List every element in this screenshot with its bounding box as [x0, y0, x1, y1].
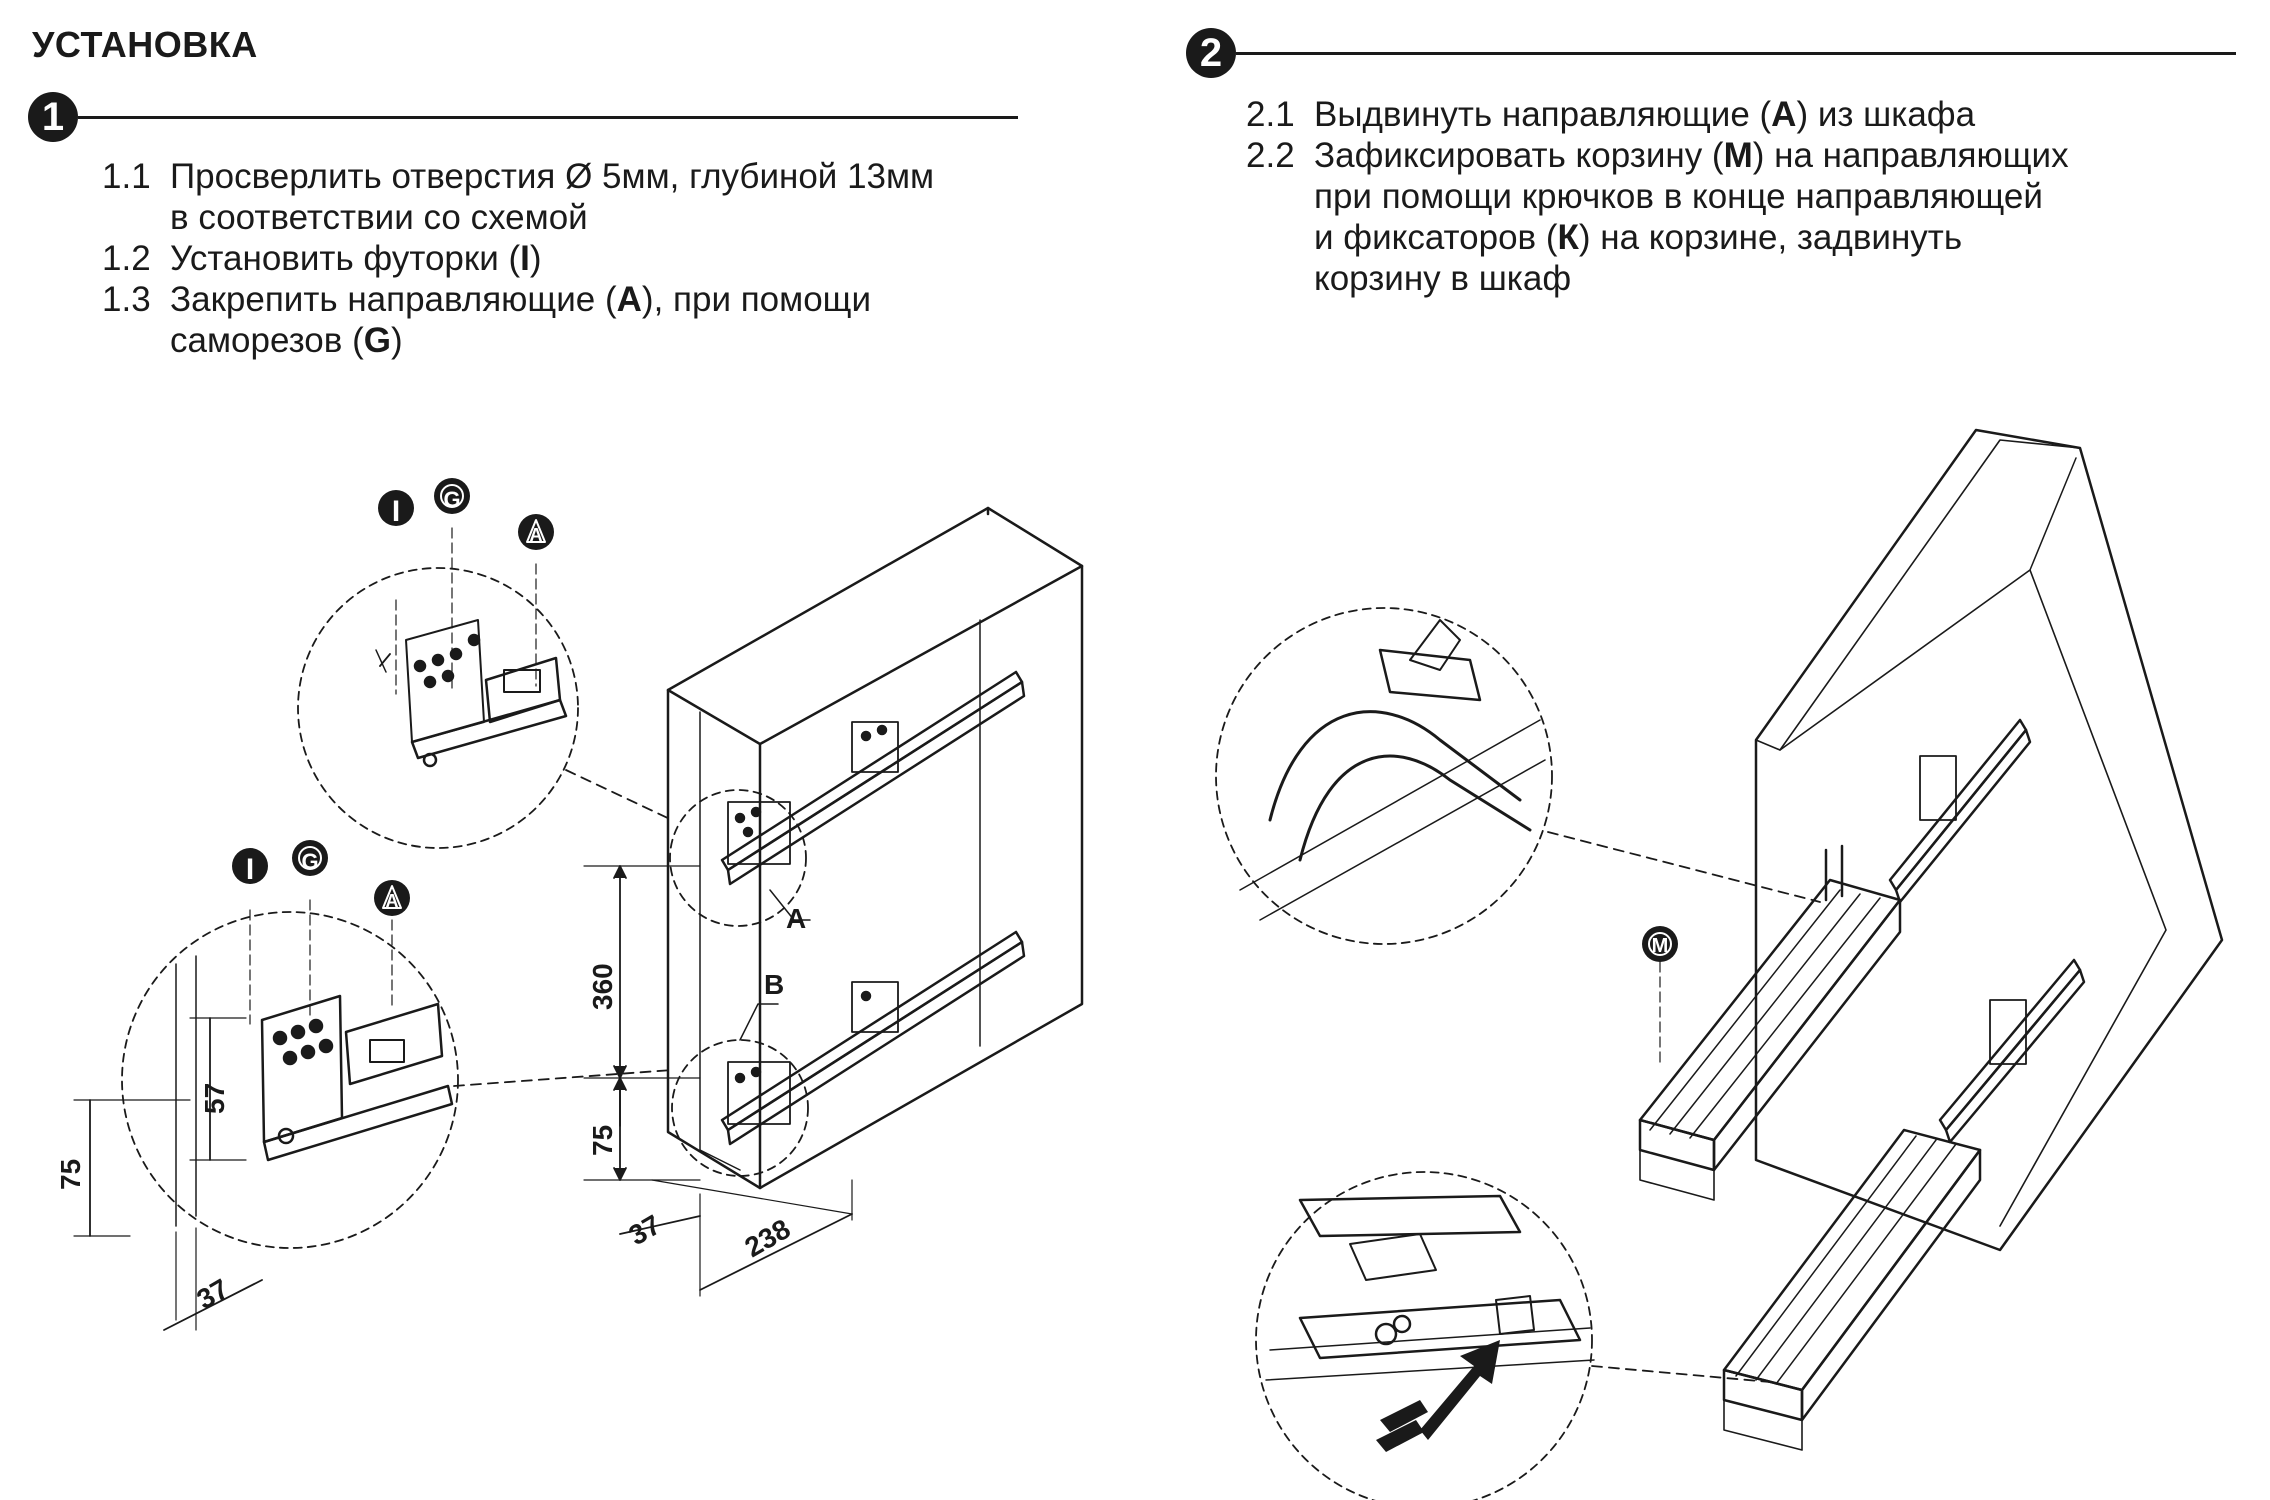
detail-circle-lower	[73, 899, 673, 1331]
svg-text:A: A	[386, 891, 399, 911]
svg-text:I: I	[392, 495, 400, 528]
rails-2	[1888, 718, 2086, 1144]
upper-rail	[720, 670, 1026, 886]
instruction-2-1: 2.1 Выдвинуть направляющие (A) из шкафа	[1246, 95, 1976, 134]
page-title: УСТАНОВКА	[32, 24, 258, 65]
cabinet-dimensions	[583, 865, 853, 1297]
callout-I-lower: I	[232, 848, 268, 886]
callout-M: M	[1642, 926, 1678, 1063]
instruction-1-2: 1.2 Установить футорки (I)	[102, 239, 542, 278]
label-B: B	[764, 969, 784, 1000]
svg-text:A: A	[530, 525, 543, 545]
callout-A-upper: A	[518, 514, 554, 550]
zoom-circle-upper	[669, 789, 807, 927]
callout-G-upper: G	[434, 478, 470, 514]
step-2-badge: 2	[1186, 28, 1236, 78]
step-2-instructions: 2.1 Выдвинуть направляющие (A) из шкафа …	[1246, 95, 2069, 298]
dim-75-detail: 75	[55, 1159, 86, 1190]
label-A: A	[786, 903, 806, 934]
callout-A-lower: A	[374, 880, 410, 916]
push-arrow-icon	[1420, 1340, 1500, 1440]
instruction-1-3: 1.3 Закрепить направляющие (A), при помо…	[102, 280, 872, 319]
basket-upper	[1638, 844, 1902, 1201]
step-1-badge: 1	[28, 92, 78, 142]
detail-latch	[1255, 1171, 1771, 1500]
svg-text:I: I	[246, 853, 254, 886]
dim-57: 57	[199, 1083, 230, 1114]
basket-lower	[1722, 1128, 1982, 1451]
instruction-2-2: 2.2 Зафиксировать корзину (M) на направл…	[1246, 136, 2069, 175]
step-2-rule	[1236, 52, 2236, 55]
step-1-rule	[78, 116, 1018, 119]
callout-G-lower: G	[292, 840, 328, 876]
cabinet-2	[1754, 428, 2224, 1252]
svg-text:G: G	[301, 849, 318, 874]
zoom-circle-lower	[671, 1039, 809, 1177]
cabinet-frame	[666, 506, 1084, 1190]
lower-rail	[720, 930, 1026, 1146]
svg-text:G: G	[443, 487, 460, 512]
dim-75-cabinet: 75	[587, 1125, 618, 1156]
step-1-instructions: 1.1 Просверлить отверстия Ø 5мм, глубино…	[102, 157, 935, 360]
svg-text:M: M	[1652, 935, 1669, 957]
instruction-1-1: 1.1 Просверлить отверстия Ø 5мм, глубино…	[102, 157, 935, 196]
dim-360: 360	[587, 963, 618, 1010]
detail-circle-upper	[297, 527, 673, 849]
detail-hook	[1215, 607, 1821, 945]
callout-I-upper: I	[378, 490, 414, 528]
